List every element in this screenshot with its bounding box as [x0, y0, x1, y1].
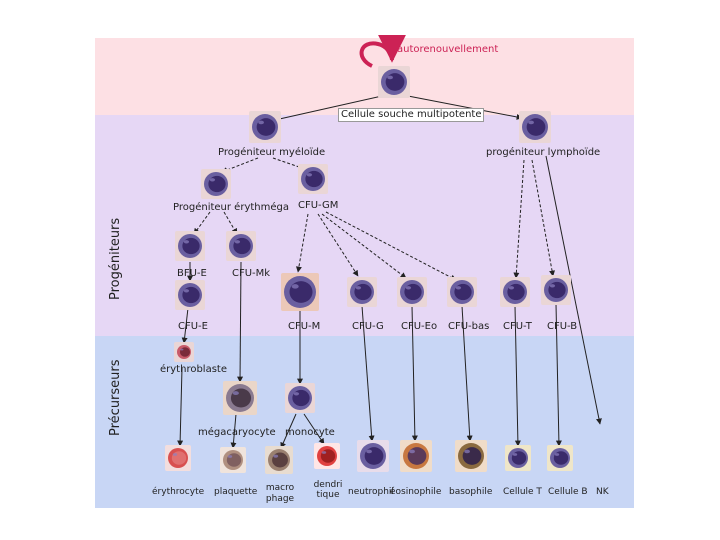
- mature-dendritic-label: dendri tique: [313, 480, 343, 500]
- monocyte-cell: [285, 383, 315, 413]
- monocyte-label: monocyte: [285, 427, 335, 438]
- erythro-mega-progenitor-label: Progéniteur érythmégа: [173, 202, 289, 213]
- mature-erythrocyte-label: érythrocyte: [152, 487, 205, 497]
- arrow-megakaryocyte-to-platelet: [230, 413, 237, 449]
- arrow-monocyte-to-macrophage: [280, 413, 297, 449]
- cfu-g-cell: [347, 277, 377, 307]
- arrow-stem-to-lymphoid: [407, 95, 523, 120]
- arrow-cfug-to-neutrophil: [361, 305, 375, 442]
- erythroblast-cell: [174, 342, 194, 362]
- arrow-cfugm-to-cfum: [295, 213, 309, 273]
- precursors-band-label: Précurseurs: [108, 359, 123, 436]
- arrow-cfugm-to-cfug: [317, 213, 359, 277]
- arrow-monocyte-to-dendritic: [303, 413, 325, 445]
- arrow-cfugm-to-cfubas: [325, 211, 457, 281]
- progenitors-band-label: Progéniteurs: [108, 217, 123, 300]
- bfu-e-cell: [175, 231, 205, 261]
- arrow-cfugm-to-cfueo: [321, 213, 407, 279]
- arrow-lymphoid-to-nk: [545, 155, 602, 425]
- cfu-b-cell: [541, 275, 571, 305]
- lymphoid-progenitor-label: progéniteur lymphoïde: [486, 147, 601, 158]
- megakaryocyte-cell: [223, 381, 257, 415]
- arrow-erythroblast-to-erythrocyte: [177, 367, 184, 447]
- cfu-b-label: CFU-B: [547, 321, 578, 332]
- arrow-erythmega-to-bfue: [193, 211, 211, 235]
- stem-cell: [378, 66, 410, 98]
- mature-basophil-label: basophile: [449, 487, 493, 497]
- cfu-mk-label: CFU-Mk: [232, 268, 271, 279]
- cfu-gm-cell: [298, 164, 328, 194]
- cfu-t-cell: [500, 277, 530, 307]
- erythroblaste-label: érythroblaste: [160, 364, 227, 375]
- mature-nk-label: NK: [596, 487, 609, 497]
- cfu-e-label: CFU-E: [178, 321, 208, 332]
- arrow-cfumk-to-megakaryocyte: [237, 261, 244, 383]
- precursor-band: [95, 336, 634, 508]
- mature-b-cell-label: Cellule B: [548, 487, 588, 497]
- b-cell: [547, 445, 573, 471]
- cfu-eo-label: CFU-Eo: [401, 321, 438, 332]
- cfu-eo-cell: [397, 277, 427, 307]
- arrow-cfubas-to-basophil: [461, 305, 473, 442]
- eosinophil-cell: [400, 440, 432, 472]
- mature-t-cell-label: Cellule T: [503, 487, 542, 497]
- arrow-erythmega-to-cfumk: [223, 211, 238, 235]
- arrow-myeloid-to-cfugm: [272, 157, 306, 171]
- myeloid-progenitor-cell: [249, 111, 281, 143]
- arrow-cfut-to-tcell: [514, 305, 521, 447]
- cfu-t-label: CFU-T: [503, 321, 532, 332]
- cfu-mk-cell: [226, 231, 256, 261]
- myeloid-progenitor-label: Progéniteur myéloïde: [218, 147, 326, 158]
- mature-platelet-label: plaquette: [214, 487, 258, 497]
- cfu-bas-label: CFU-bas: [448, 321, 490, 332]
- arrow-lymphoid-to-cfut: [513, 159, 525, 279]
- platelet-cell: [220, 447, 246, 473]
- cells-layer: [165, 66, 573, 474]
- mature-neutrophil-label: neutrophil: [348, 487, 394, 497]
- arrow-stem-to-myeloid: [274, 95, 383, 122]
- stem-cell-label: Cellule souche multipotente: [338, 108, 485, 122]
- dendritic-cell: [314, 443, 340, 469]
- lymphoid-progenitor-cell: [519, 111, 551, 143]
- arrow-cfueo-to-eosinophil: [411, 305, 418, 442]
- megacaryocyte-label: mégacaryocyte: [198, 427, 276, 438]
- arrow-cfub-to-bcell: [555, 303, 562, 447]
- erythrocyte-cell: [165, 445, 191, 471]
- arrow-cfue-to-erythroblast: [181, 307, 189, 344]
- basophil-cell: [455, 440, 487, 472]
- mature-eosinophil-label: éosinophile: [390, 487, 442, 497]
- self-renewal-band: [95, 38, 634, 115]
- neutrophil-cell: [357, 440, 389, 472]
- cfu-bas-cell: [447, 277, 477, 307]
- mature-macrophage-label: macro phage: [265, 483, 295, 504]
- cfu-m-label: CFU-M: [288, 321, 321, 332]
- bfu-e-label: BFU-E: [177, 268, 207, 279]
- cfu-g-label: CFU-G: [352, 321, 384, 332]
- cfu-e-cell: [175, 280, 205, 310]
- self-renewal-label: autorenouvellement: [397, 44, 499, 55]
- t-cell: [505, 445, 531, 471]
- macrophage-cell: [265, 446, 293, 474]
- cfu-gm-label: CFU-GM: [298, 200, 339, 211]
- self-renewal-arrow: [359, 34, 406, 68]
- cfu-m-cell: [281, 273, 319, 311]
- erythro-mega-progenitor-cell: [201, 169, 231, 199]
